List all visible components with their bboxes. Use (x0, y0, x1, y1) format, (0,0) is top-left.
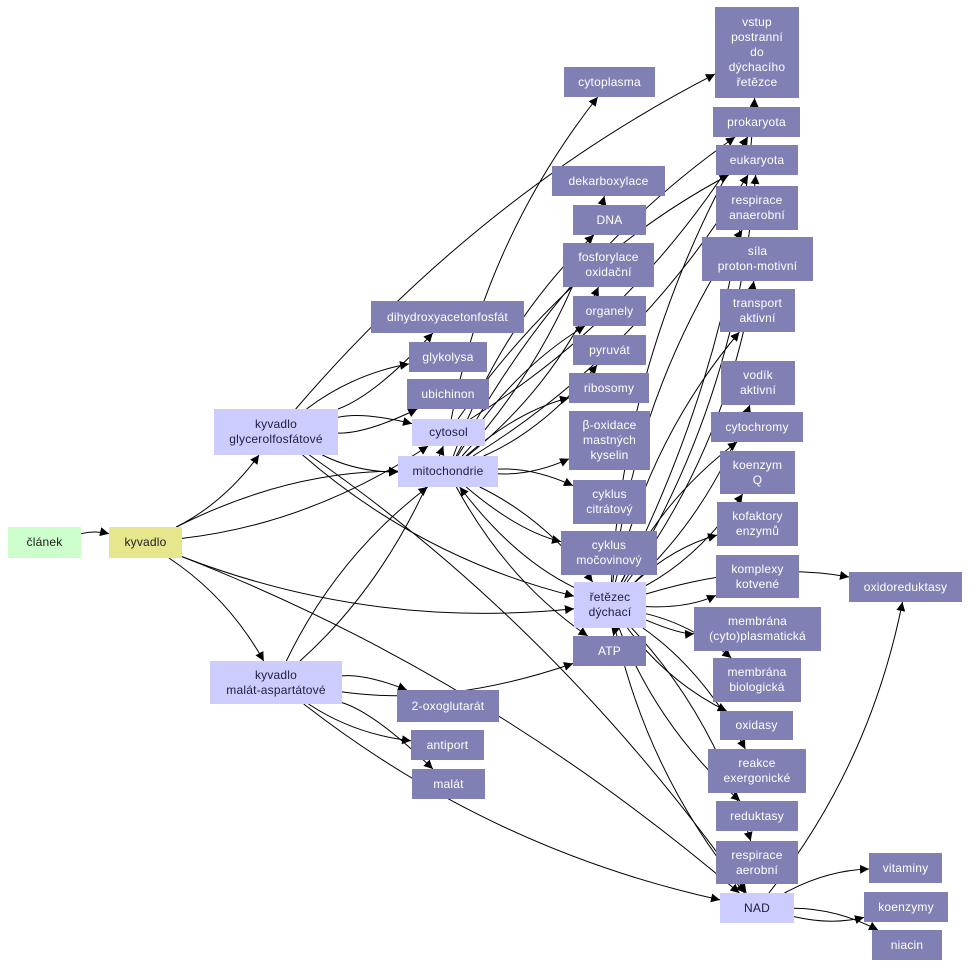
edge-mitochondrie-to-atp (455, 486, 588, 637)
node-oxidasy: oxidasy (720, 711, 793, 740)
edge-kyv-glyc-to-retezec (302, 454, 575, 599)
edge-cytosol-to-cytoplasma (450, 96, 599, 420)
edge-retezec-to-membrana-cyto (645, 619, 695, 639)
node-eukaryota: eukaryota (716, 145, 798, 175)
edge-retezec-to-mitochondrie (459, 486, 575, 588)
edge-retezec-to-komplexy (645, 594, 717, 608)
edge-nad-to-vitaminy (784, 864, 870, 894)
node-clunek: článek (8, 527, 81, 558)
node-retezec: řetězec dýchací (574, 582, 646, 628)
node-nad: NAD (720, 893, 794, 923)
node-vodik: vodík aktivní (721, 361, 795, 405)
node-prokaryota: prokaryota (713, 107, 800, 137)
edge-retezec-to-kofaktory (634, 533, 718, 583)
edge-kyvadlo-to-kyv-glyc (175, 454, 260, 528)
edge-kyv-glyc-to-nad (309, 454, 747, 894)
node-mocovinovy: cyklus močovinový (561, 531, 657, 575)
node-antiport: antiport (411, 730, 484, 760)
node-oxoglut: 2-oxoglutarát (397, 690, 499, 722)
node-koenzym-q: koenzym Q (720, 451, 795, 494)
node-boxidace: β-oxidace mastných kyselin (569, 411, 650, 470)
node-dekarbox: dekarboxylace (552, 166, 665, 196)
node-glykolysa: glykolysa (409, 342, 487, 372)
node-transport: transport aktivní (720, 289, 795, 332)
edge-retezec-to-atp (611, 626, 620, 637)
edge-mitochondrie-to-mocovinovy (465, 486, 562, 544)
edge-clunek-to-kyvadlo (80, 527, 110, 537)
node-vitaminy: vitaminy (869, 853, 942, 883)
edge-kyv-mal-to-antiport (308, 703, 412, 745)
node-dihydroxy: dihydroxyacetonfosfát (371, 301, 524, 333)
edge-kyvadlo-to-mitochondrie (176, 466, 399, 528)
node-fosforylace: fosforylace oxidační (563, 243, 654, 287)
edge-kyv-mal-to-nad (303, 703, 721, 903)
node-koenzymy: koenzymy (864, 892, 948, 922)
edge-nad-to-koenzymy (793, 915, 865, 924)
edge-kyvadlo-to-cytosol (181, 445, 429, 539)
node-reduktasy: reduktasy (716, 801, 798, 831)
edge-mitochondrie-to-citrat (497, 468, 574, 487)
edge-kyv-glyc-to-vstup (295, 73, 716, 410)
node-resp-aer: respirace aerobní (716, 841, 798, 884)
edge-mitochondrie-to-boxidace (497, 458, 570, 475)
node-sila: síla proton-motivní (702, 237, 813, 281)
edge-kyv-glyc-to-glykolysa (306, 361, 410, 410)
edge-kyv-glyc-to-ubichinon (337, 408, 418, 434)
edge-retezec-to-membrana-bio (645, 613, 732, 659)
edge-kyv-glyc-to-cytosol (337, 414, 413, 426)
node-kyv-mal: kyvadlo malát-aspartátové (210, 661, 342, 704)
node-cytochromy: cytochromy (711, 412, 803, 442)
node-mitochondrie: mitochondrie (398, 456, 498, 487)
node-malat: malát (412, 769, 485, 799)
node-citrat: cyklus citrátový (573, 480, 646, 524)
node-kyv-glyc: kyvadlo glycerolfosfátové (214, 409, 338, 455)
node-cytosol: cytosol (412, 419, 485, 446)
node-kyvadlo: kyvadlo (109, 527, 182, 558)
edge-mitochondrie-to-ribosomy (465, 395, 570, 457)
node-oxidored: oxidoreduktasy (849, 572, 962, 602)
node-atp: ATP (573, 636, 646, 666)
node-ubichinon: ubichinon (407, 379, 489, 409)
node-membrana-cyto: membrána (cyto)plasmatická (694, 607, 821, 651)
edge-kyvadlo-to-kyv-mal (168, 557, 265, 662)
node-komplexy: komplexy kotvené (716, 555, 799, 598)
node-pyruvat: pyruvát (573, 335, 646, 365)
node-reakce: reakce exergonické (708, 749, 806, 793)
node-cytoplasma: cytoplasma (564, 67, 655, 97)
edge-nad-to-niacin (793, 907, 879, 931)
edge-kyv-mal-to-oxoglut (341, 675, 408, 691)
edge-kyv-mal-to-mitochondrie (285, 486, 429, 662)
node-resp-anaer: respirace anaerobní (716, 186, 798, 230)
node-vstup: vstup postranní do dýchacího řetězce (715, 7, 799, 98)
edge-kyv-glyc-to-mitochondrie (322, 454, 399, 477)
node-membrana-bio: membrána biologická (713, 658, 801, 702)
node-kofaktory: kofaktory enzymů (717, 502, 798, 546)
node-niacin: niacin (872, 930, 942, 960)
node-dna: DNA (573, 205, 646, 235)
edge-kyvadlo-to-retezec (181, 556, 575, 615)
node-ribosomy: ribosomy (569, 373, 649, 403)
node-organely: organely (573, 296, 646, 326)
